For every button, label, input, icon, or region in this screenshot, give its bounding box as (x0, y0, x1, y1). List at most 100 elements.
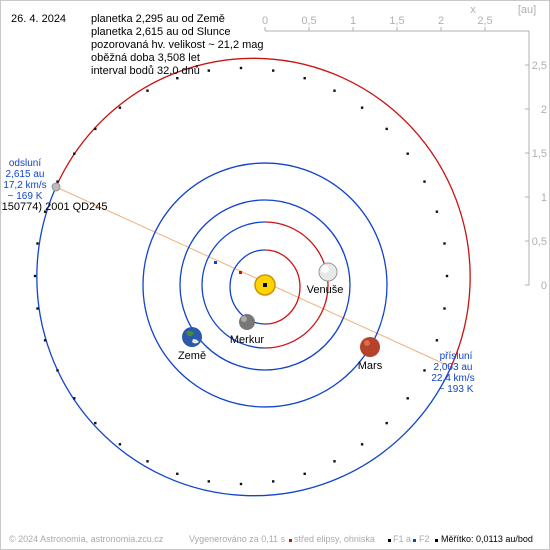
earth-planet (182, 327, 202, 347)
sun-focus-marker (263, 283, 267, 287)
orbit-point (423, 369, 426, 372)
legend-f2-swatch (413, 539, 416, 542)
mars-orbit-north (142, 162, 388, 286)
orbit-point (94, 127, 97, 131)
venus-orbit-west (201, 221, 266, 349)
legend-scale-swatch (435, 539, 438, 542)
info-line: interval bodů 32,0 dnů (91, 65, 200, 77)
mercury-planet (239, 314, 255, 330)
mars-planet (360, 337, 380, 357)
orbit-point (146, 460, 149, 463)
x-tick-label: 0 (262, 15, 268, 27)
orbit-point (146, 89, 149, 92)
orbit-point (443, 242, 446, 245)
earth-orbit (179, 199, 351, 371)
orbit-point (36, 242, 39, 245)
orbit-point (385, 421, 388, 425)
orbit-point (56, 369, 59, 372)
y-tick-label: 2 (541, 104, 547, 116)
orbit-point (33, 274, 37, 278)
orbit-point (435, 339, 439, 342)
orbit-point (118, 106, 122, 109)
orbit-point (36, 307, 39, 310)
orbit-point (445, 274, 449, 278)
orbit-point (73, 397, 76, 400)
perihelion-speed: 22,4 km/s (431, 373, 474, 384)
x-tick-label: 2 (438, 15, 444, 27)
mercury-orbit-east (264, 249, 301, 325)
orbit-point (435, 210, 439, 213)
legend-f1-swatch (388, 539, 391, 542)
orbit-point (272, 69, 275, 72)
venus-label: Venuše (307, 284, 344, 296)
orbit-point (272, 480, 275, 483)
asteroid-orbit-points (33, 66, 449, 486)
mars-label: Mars (358, 360, 383, 372)
axes (264, 27, 530, 286)
perihelion-title: přísluní (440, 351, 473, 362)
asteroid-label: (150774) 2001 QD245 (1, 201, 107, 213)
orbit-point (360, 443, 364, 446)
aphelion-temperature: ~ 169 K (8, 191, 43, 202)
date-label: 26. 4. 2024 (11, 13, 67, 25)
ellipse-center-marker (239, 271, 242, 274)
y-tick-label: 0 (541, 280, 547, 292)
orbit-point (303, 472, 306, 475)
x-tick-label: 1,5 (389, 15, 404, 27)
unit-label: [au] (518, 4, 536, 16)
legend-center-text: střed elipsy, ohniska (294, 534, 375, 544)
y-tick-label: 2,5 (532, 60, 547, 72)
legend-f1-text: F1 a (393, 534, 412, 544)
orbit-point (406, 397, 409, 400)
generated-text: Vygenerováno za 0,11 s (189, 534, 286, 544)
apse-line (55, 186, 452, 368)
orbit-point (176, 77, 179, 80)
orbit-point (385, 127, 388, 131)
orbit-point (207, 480, 210, 483)
orbit-point (303, 77, 306, 80)
y-tick-label: 1 (541, 192, 547, 204)
legend-center-swatch (289, 539, 292, 542)
aphelion-distance: 2,615 au (6, 169, 45, 180)
orbit-point (239, 482, 243, 486)
orbit-point (423, 180, 426, 183)
orbit-point (239, 66, 243, 70)
mercury-label: Merkur (230, 334, 265, 346)
orbit-point (56, 180, 59, 183)
aphelion-speed: 17,2 km/s (3, 180, 46, 191)
info-line: planetka 2,295 au od Země (91, 13, 225, 25)
y-tick-label: 1,5 (532, 148, 547, 160)
asteroid-orbit-north (55, 57, 471, 368)
orbit-point (94, 421, 97, 425)
earth-label: Země (178, 350, 206, 362)
perihelion-distance: 2,003 au (434, 362, 473, 373)
orbit-point (118, 443, 122, 446)
legend-f2-text: F2 (419, 534, 430, 544)
perihelion-temperature: ~ 193 K (439, 384, 474, 395)
scale-text: Měřítko: 0,0113 au/bod (441, 534, 533, 544)
info-line: oběžná doba 3,508 let (91, 52, 200, 64)
orbit-point (406, 152, 409, 155)
orbit-point (207, 69, 210, 72)
x-tick-label: 2,5 (477, 15, 492, 27)
copyright-text: © 2024 Astronomia, astronomia.zcu.cz (9, 534, 164, 544)
orbit-point (443, 307, 446, 310)
orbit-point (333, 89, 336, 92)
y-tick-label: 0,5 (532, 236, 547, 248)
aphelion-title: odsluní (9, 158, 41, 169)
info-line: pozorovaná hv. velikost ~ 21,2 mag (91, 39, 264, 51)
orbit-point (333, 460, 336, 463)
x-tick-label: 1 (350, 15, 356, 27)
asteroid-marker (51, 182, 61, 192)
axis-labels: 0 0,5 1 1,5 2 2,5 x [au] 2,5 2 1,5 1 0,5… (262, 4, 547, 292)
focus-f2-marker (214, 261, 217, 264)
info-line: planetka 2,615 au od Slunce (91, 26, 231, 38)
orbit-point (176, 472, 179, 475)
x-axis-label: x (470, 4, 476, 16)
orbit-point (43, 339, 47, 342)
info-panel: planetka 2,295 au od Země planetka 2,615… (91, 13, 264, 78)
x-tick-label: 0,5 (301, 15, 316, 27)
mars-orbit-south (142, 284, 388, 408)
orbit-point (73, 152, 76, 155)
